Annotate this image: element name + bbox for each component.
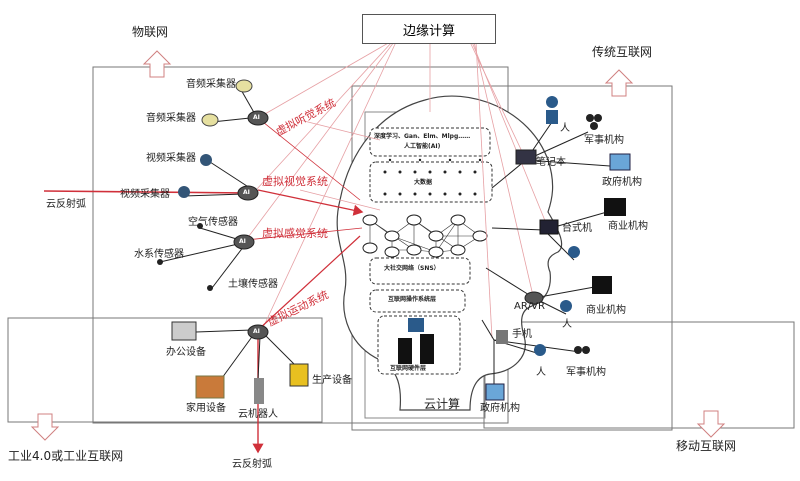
- mobile-internet-label: 移动互联网: [676, 439, 737, 453]
- reflex-left-label: 云反射弧: [46, 199, 86, 210]
- business-2: 商业机构: [586, 305, 626, 316]
- soil-sensor: 土壤传感器: [228, 279, 278, 290]
- virtual-vision-label: 虚拟视觉系统: [262, 175, 328, 188]
- laptop-label: 笔记本: [536, 157, 566, 168]
- motion-link: [257, 235, 361, 331]
- water-sensor: 水系传感器: [134, 249, 184, 260]
- military-2: 军事机构: [566, 367, 606, 378]
- sensor-icons: [157, 79, 253, 291]
- air-sensor: 空气传感器: [188, 217, 238, 228]
- ai-hub-tag-1: AI: [253, 114, 260, 121]
- server-icon-2: [420, 334, 434, 364]
- sns-panel: [369, 257, 471, 285]
- business-1: 商业机构: [608, 221, 648, 232]
- hearing-link: [257, 117, 361, 201]
- vision-link: [257, 189, 364, 216]
- home-appliance-icon: [195, 375, 225, 399]
- ai-hub-tag-3: AI: [239, 238, 246, 245]
- iot-label: 物联网: [132, 25, 169, 39]
- gov-1: 政府机构: [602, 177, 642, 188]
- cloud-robot: 云机器人: [238, 409, 278, 420]
- military-1: 军事机构: [584, 135, 624, 146]
- ai-hubs: [233, 110, 544, 340]
- virtual-sense-label: 虚拟感觉系统: [262, 227, 328, 240]
- audio-collector-1: 音频采集器: [186, 79, 236, 90]
- sns-label: 大社交网络（SNS）: [384, 265, 440, 272]
- production-device: 生产设备: [312, 375, 352, 386]
- person-1: 人: [560, 123, 570, 134]
- edge-computing-label: 边缘计算: [402, 23, 455, 39]
- arvr-label: AR/VR: [514, 301, 545, 312]
- cloud-computing-label: 云计算: [424, 397, 461, 411]
- audio-collector-2: 音频采集器: [146, 113, 196, 124]
- traditional-up-arrow: [604, 69, 634, 97]
- os-layer-label: 互联网操作系统层: [388, 296, 437, 303]
- edge-computing-box: 边缘计算: [362, 14, 496, 44]
- gov-2: 政府机构: [480, 403, 520, 414]
- home-device: 家用设备: [186, 403, 226, 414]
- industrial-region-box: [7, 317, 323, 423]
- reflex-bottom-label: 云反射弧: [232, 459, 272, 470]
- sensor-links: [159, 87, 299, 381]
- ai-layer-panel: [369, 127, 491, 157]
- server-icon: [398, 338, 412, 364]
- bigdata-dots: [383, 158, 482, 196]
- video-collector-1: 视频采集器: [146, 153, 196, 164]
- neural-nodes: [362, 214, 488, 258]
- robot-icon: [254, 378, 264, 404]
- iot-up-arrow: [142, 50, 172, 78]
- industrial-internet-label: 工业4.0或工业互联网: [8, 449, 124, 463]
- ai-hub-tag-4: AI: [253, 328, 260, 335]
- bigdata-label: 大数据: [414, 179, 433, 186]
- os-panel: [369, 289, 466, 313]
- hw-layer-label: 互联网硬件层: [390, 365, 427, 372]
- right-icons: [485, 96, 631, 401]
- video-collector-2: 视频采集器: [120, 189, 170, 200]
- office-device: 办公设备: [166, 347, 206, 358]
- ai-title: 人工智能(AI): [404, 143, 441, 150]
- reflex-arc-left: [43, 190, 251, 194]
- ai-hub-tag-2: AI: [243, 189, 250, 196]
- person-3: 人: [536, 367, 546, 378]
- industrial-down-arrow: [30, 413, 60, 441]
- ai-methods: 深度学习、Gan、Elm、Mlpg……: [374, 133, 471, 140]
- sense-link: [245, 227, 363, 241]
- printer-icon: [171, 321, 197, 341]
- router-icon: [408, 318, 424, 332]
- mobile-down-arrow: [696, 410, 726, 438]
- edge-fan-lines: [245, 41, 549, 339]
- traditional-internet-label: 传统互联网: [592, 45, 653, 59]
- desktop-label: 台式机: [562, 223, 592, 234]
- forklift-icon: [289, 363, 309, 387]
- person-2: 人: [562, 319, 572, 330]
- phone-label: 手机: [512, 329, 532, 340]
